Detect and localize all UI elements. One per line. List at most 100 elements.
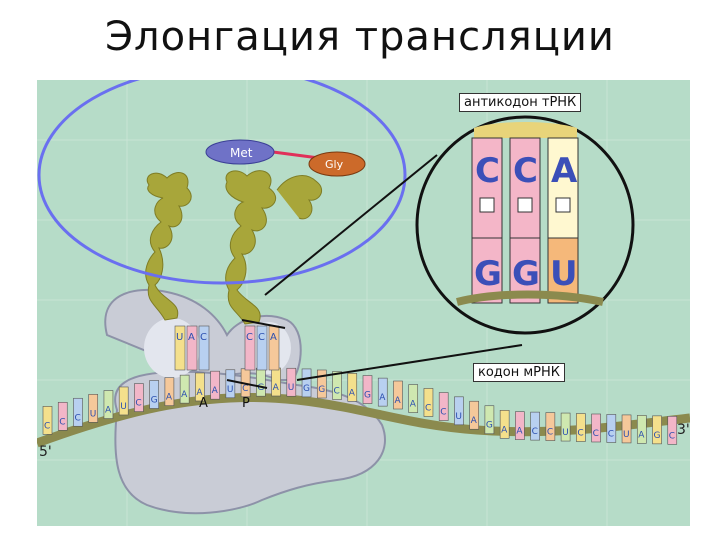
anticodon-base: C: [244, 325, 256, 371]
site-p-label: Р: [242, 396, 250, 411]
mrna-base: A: [271, 367, 281, 397]
mrna-base: U: [621, 414, 632, 444]
mrna-base: C: [332, 371, 342, 400]
zoom-pair: CG: [471, 137, 503, 304]
mrna-base: A: [103, 390, 114, 419]
anticodon-base: A: [186, 325, 198, 371]
zoom-anticodon-letter: C: [475, 151, 500, 191]
mrna-base: G: [149, 380, 159, 409]
mrna-base-letter: U: [90, 409, 97, 419]
mrna-base: U: [225, 369, 236, 399]
anticodon-base: U: [174, 325, 186, 371]
mrna-base: C: [530, 411, 540, 441]
mrna-base: C: [606, 414, 617, 443]
mrna-base-letter: C: [608, 429, 614, 439]
mrna-base: U: [286, 367, 297, 397]
mrna-base-letter: C: [577, 429, 583, 439]
mrna-base-letter: U: [288, 383, 295, 393]
mrna-base-letter: A: [394, 396, 401, 406]
mrna-base: C: [667, 416, 678, 445]
zoom-pair: CG: [509, 137, 541, 304]
mrna-base: A: [179, 374, 190, 404]
mrna-base: C: [42, 406, 53, 435]
anticodon-trna-label: антикодон тРНК: [459, 93, 582, 112]
mrna-base-letter: G: [303, 384, 310, 394]
mrna-base-letter: U: [623, 430, 630, 440]
mrna-base: U: [88, 394, 99, 423]
anticodon-letter: C: [246, 332, 253, 343]
three-prime-label: 3': [677, 422, 690, 438]
anticodon-base: A: [268, 325, 280, 371]
mrna-base-letter: A: [273, 383, 280, 393]
mrna-base: A: [408, 384, 419, 413]
mrna-base-letter: C: [669, 431, 675, 441]
mrna-base: A: [210, 370, 220, 400]
mrna-base-letter: A: [471, 416, 478, 426]
mrna-base: C: [545, 412, 556, 441]
mrna-base-letter: C: [440, 408, 446, 418]
highlight-ellipse: [37, 80, 407, 285]
mrna-base-letter: G: [364, 391, 371, 401]
mrna-base: G: [256, 367, 266, 397]
peptide-bond: [272, 150, 320, 160]
mrna-base-letter: C: [242, 384, 248, 394]
mrna-base-letter: A: [166, 393, 173, 403]
trna-left: [145, 172, 192, 321]
mrna-base-letter: A: [212, 386, 219, 396]
mrna-base-letter: U: [227, 385, 234, 395]
zoom-codon-letter: G: [512, 254, 540, 294]
anticodon-base: C: [256, 325, 268, 371]
mrna-base-letter: U: [455, 412, 462, 422]
met-label: Met: [230, 146, 253, 160]
mrna-base: G: [652, 415, 662, 445]
mrna-base-letter: C: [547, 428, 553, 438]
mrna-base: A: [636, 415, 647, 444]
mrna-base-letter: U: [120, 402, 127, 412]
mrna-base-letter: G: [486, 421, 493, 431]
mrna-base: C: [576, 413, 586, 442]
zoom-anticodon-letter: A: [551, 151, 578, 191]
mrna-base: C: [591, 413, 601, 443]
site-a-label: А: [199, 396, 208, 411]
mrna-base-letter: G: [151, 395, 158, 405]
mrna-base: C: [438, 392, 449, 421]
mrna-base-letter: C: [532, 427, 538, 437]
mrna-base: A: [195, 372, 205, 402]
mrna-base: C: [134, 383, 144, 412]
mrna-base: A: [347, 373, 358, 402]
mrna-base: A: [164, 377, 175, 406]
mrna-base-letter: A: [516, 427, 523, 437]
anticodon-letter: C: [258, 332, 265, 343]
mrna-base-letter: C: [59, 417, 65, 427]
trna-right: [225, 170, 322, 325]
mrna-base-letter: C: [593, 429, 599, 439]
mrna-base: U: [560, 412, 571, 442]
mrna-base: A: [393, 380, 403, 410]
mrna-base-letter: A: [181, 390, 188, 400]
zoom-codon-letter: U: [550, 254, 578, 294]
mrna-base: G: [316, 369, 327, 399]
mrna-base-letter: C: [334, 386, 340, 396]
anticodon-letter: A: [270, 332, 277, 343]
mrna-base-letter: G: [257, 383, 264, 393]
five-prime-label: 5': [39, 444, 52, 460]
mrna-base: A: [469, 400, 479, 430]
mrna-base-letter: C: [44, 421, 50, 431]
anticodon-letter: U: [176, 332, 183, 343]
mrna-base-letter: A: [379, 393, 386, 403]
mrna-base: U: [118, 386, 129, 416]
codon-mrna-label: кодон мРНК: [473, 363, 566, 382]
mrna-base-letter: C: [135, 399, 141, 409]
gly-label: Gly: [325, 158, 344, 171]
zoom-pointer-lines: [226, 154, 523, 389]
mrna-base: C: [423, 388, 434, 417]
gly-amino-acid: [308, 151, 366, 177]
mrna-base: G: [301, 368, 312, 398]
mrna-base: U: [454, 396, 464, 426]
mrna-base-letter: A: [196, 388, 203, 398]
